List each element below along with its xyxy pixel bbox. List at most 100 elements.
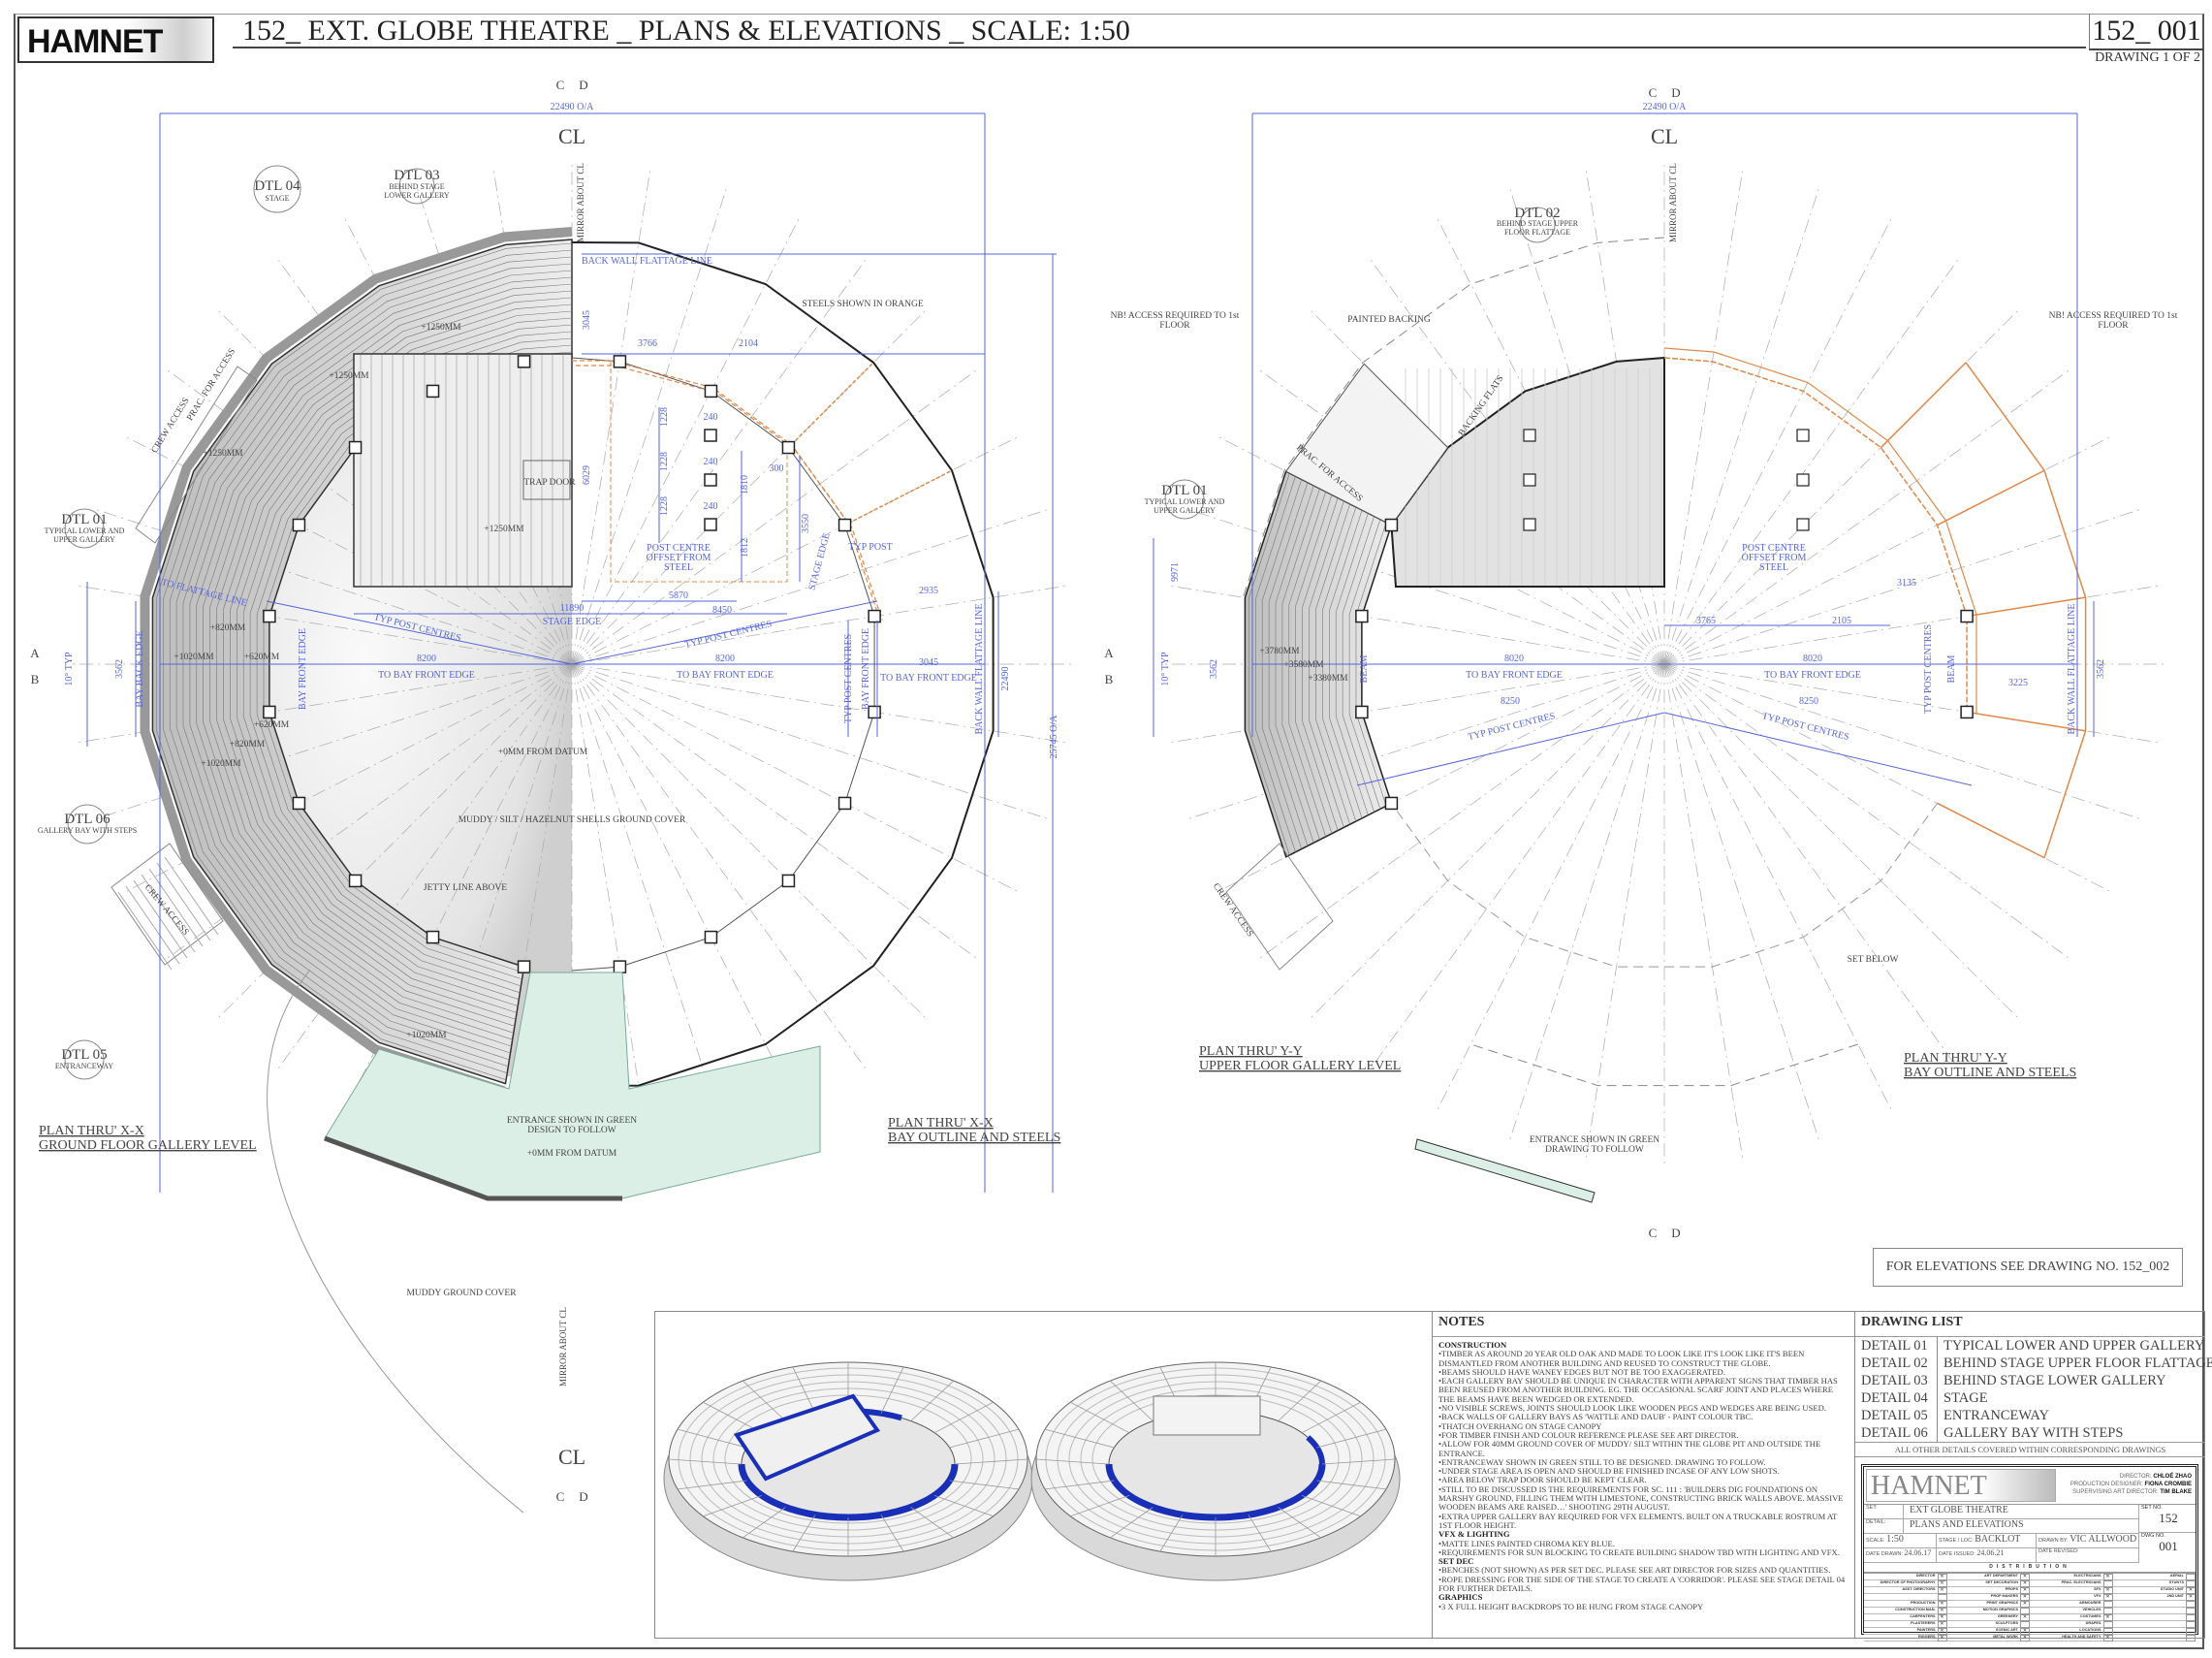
post (781, 440, 796, 455)
post (1960, 609, 1974, 623)
note-item: •3 X FULL HEIGHT BACKDROPS TO BE HUNG FR… (1438, 1601, 1704, 1611)
centre-radial-line (1215, 663, 1665, 894)
gallery-boards (196, 283, 573, 1040)
level-label: +1020MM (406, 1031, 447, 1040)
centre-radial-line (1585, 663, 1665, 1163)
distribution-checkbox[interactable]: ✕ (2020, 1574, 2030, 1580)
distribution-checkbox[interactable]: ✕ (2020, 1587, 2030, 1594)
centre-radial-line (571, 184, 729, 665)
dim-8250: 8250 (1799, 696, 1818, 707)
detail-callout-03[interactable]: DTL 03 BEHIND STAGE LOWER GALLERY (384, 168, 450, 205)
detail-title: BEHIND STAGE LOWER GALLERY (1943, 1373, 2166, 1388)
crew-access-stair (111, 843, 224, 966)
detail-callout-01[interactable]: DTL 01 TYPICAL LOWER AND UPPER GALLERY (1145, 479, 1225, 520)
bay-back-edge-label: BAY BACK EDGE (135, 630, 145, 707)
crew-access-stair (135, 366, 258, 544)
callout-circle (64, 1039, 105, 1080)
distribution-checkbox[interactable] (1937, 1594, 1947, 1601)
distribution-checkbox[interactable]: ✕ (2020, 1635, 2030, 1642)
plan-subtitle: BAY OUTLINE AND STEELS (1904, 1066, 2076, 1080)
distribution-checkbox[interactable]: ✕ (2020, 1594, 2030, 1601)
centre-radial-line (1663, 663, 1821, 1144)
detail-label: TYPICAL LOWER AND (1145, 497, 1225, 506)
distribution-checkbox[interactable]: ✕ (1937, 1601, 1947, 1608)
distribution-checkbox[interactable] (2186, 1635, 2196, 1642)
detail-label: LOWER GALLERY (384, 191, 450, 200)
distribution-checkbox[interactable]: ✕ (2186, 1594, 2196, 1601)
steel-beam (572, 360, 879, 617)
distribution-checkbox[interactable] (2102, 1621, 2113, 1628)
elevations-reference: FOR ELEVATIONS SEE DRAWING NO. 152_002 (1873, 1248, 2183, 1287)
distribution-checkbox[interactable]: ✕ (1937, 1587, 1947, 1594)
distribution-checkbox[interactable]: ✕ (1937, 1635, 1947, 1642)
distribution-checkbox[interactable] (2186, 1601, 2196, 1608)
distribution-checkbox[interactable]: ✕ (2102, 1614, 2113, 1621)
distribution-checkbox[interactable] (2186, 1621, 2196, 1628)
distribution-checkbox[interactable] (2102, 1628, 2113, 1635)
date-issued-value: 24.06.21 (1976, 1548, 2005, 1557)
distribution-checkbox[interactable] (2186, 1580, 2196, 1587)
distribution-checkbox[interactable] (2102, 1608, 2113, 1614)
distribution-checkbox[interactable] (2186, 1574, 2196, 1580)
detail-callout-02[interactable]: DTL 02 BEHIND STAGE UPPER FLOOR FLATTAGE (1497, 206, 1579, 243)
distribution-checkbox[interactable] (2186, 1628, 2196, 1635)
distribution-checkbox[interactable] (2186, 1614, 2196, 1621)
set-below-label: SET BELOW (1848, 955, 1899, 965)
distribution-recipient: DIRECTOR OF PHOTOGRAPHY (1864, 1580, 1938, 1587)
steel-beam (847, 469, 953, 525)
distribution-checkbox[interactable]: ✕ (1937, 1628, 1947, 1635)
gallery-boards (189, 276, 573, 1047)
distribution-checkbox[interactable]: ✕ (2102, 1635, 2113, 1642)
centre-radial-line (1663, 663, 1894, 1114)
centre-radial-line (275, 663, 573, 1072)
detail-callout-05[interactable]: DTL 05 ENTRANCEWAY (55, 1039, 113, 1080)
detail-callout-06[interactable]: DTL 06 GALLERY BAY WITH STEPS (38, 804, 137, 845)
distribution-checkbox[interactable]: ✕ (1937, 1574, 1947, 1580)
steel-beam (1965, 362, 2087, 859)
dim-240: 240 (704, 457, 718, 467)
distribution-checkbox[interactable]: ✕ (2102, 1587, 2113, 1594)
detail-callout-01[interactable]: DTL 01 TYPICAL LOWER AND UPPER GALLERY (45, 508, 125, 549)
distribution-checkbox[interactable] (2020, 1608, 2030, 1614)
distribution-title: DISTRIBUTION (1864, 1563, 2196, 1574)
note-item: •REQUIREMENTS FOR SUN BLOCKING TO CREATE… (1438, 1546, 1840, 1557)
distribution-checkbox[interactable]: ✕ (2020, 1614, 2030, 1621)
distribution-checkbox[interactable]: ✕ (2186, 1587, 2196, 1594)
typ-angle-label: 10° TYP (64, 652, 75, 686)
distribution-checkbox[interactable] (2102, 1601, 2113, 1608)
centre-radial-line (571, 663, 980, 961)
centreline-symbol: CL (1651, 124, 1678, 148)
note-item: •MATTE LINES PAINTED CHROMA KEY BLUE. (1438, 1538, 1615, 1548)
centre-radial-line (342, 663, 573, 1114)
distribution-checkbox[interactable]: ✕ (1937, 1621, 1947, 1628)
distribution-checkbox[interactable]: ✕ (2102, 1574, 2113, 1580)
bay-division (742, 1380, 786, 1421)
plan-subtitle: GROUND FLOOR GALLERY LEVEL (39, 1138, 257, 1153)
bay-division (1301, 1494, 1361, 1517)
date-issued-label: DATE ISSUED: (1939, 1551, 1975, 1557)
stair-tread (117, 891, 173, 971)
detail-label: UPPER GALLERY (1153, 506, 1216, 515)
distribution-checkbox[interactable]: ✕ (1937, 1608, 1947, 1614)
distribution-checkbox[interactable]: ✕ (1937, 1580, 1947, 1587)
distribution-checkbox[interactable]: ✕ (2020, 1628, 2030, 1635)
detail-number: DETAIL 04 (1855, 1389, 1938, 1407)
distribution-checkbox[interactable] (2020, 1621, 2030, 1628)
distribution-checkbox[interactable]: ✕ (2020, 1580, 2030, 1587)
distribution-checkbox[interactable] (2102, 1580, 2113, 1587)
dim-240: 240 (704, 412, 718, 423)
plan-geometry (68, 112, 2168, 1514)
distribution-checkbox[interactable]: ✕ (2102, 1594, 2113, 1601)
detail-callout-04[interactable]: DTL 04 STAGE (253, 165, 301, 213)
date-revised-label: DATE REVISED: (2038, 1548, 2079, 1554)
distribution-checkbox[interactable]: ✕ (1937, 1614, 1947, 1621)
stair-tread (164, 856, 219, 936)
distribution-checkbox[interactable] (2186, 1608, 2196, 1614)
distribution-checkbox[interactable]: ✕ (2020, 1601, 2030, 1608)
